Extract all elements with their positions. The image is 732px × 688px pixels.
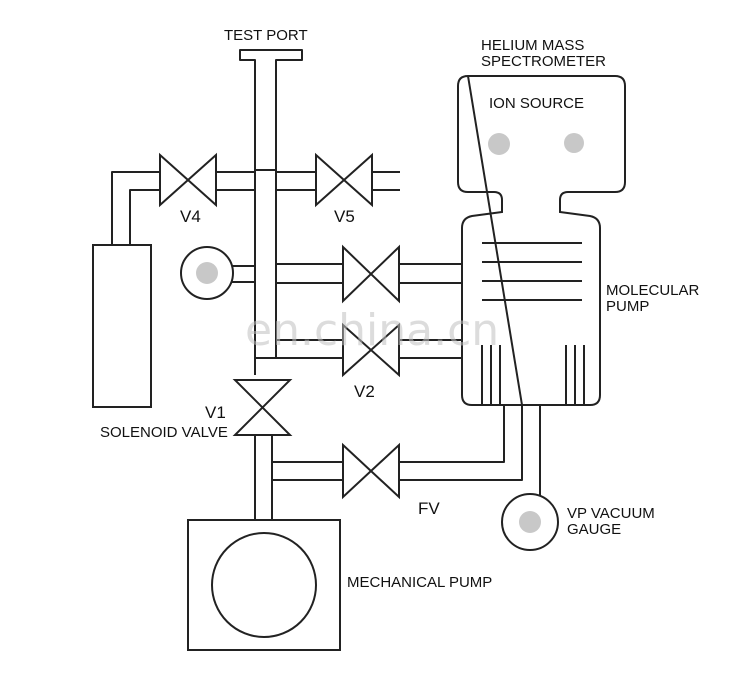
spectrometer-and-molecular-pump [457,74,626,500]
label-v1: V1 [205,403,226,422]
label-vp-line2: GAUGE [567,521,621,538]
v3-valve-symbol [342,244,400,304]
v3-line [276,244,462,304]
label-molecular-line2: PUMP [606,298,649,315]
label-v4: V4 [180,207,201,226]
label-mechanical-pump: MECHANICAL PUMP [347,574,492,591]
label-test-port: TEST PORT [224,27,308,44]
fv-valve-symbol [342,442,400,500]
watermark: en.china.cn [245,305,499,356]
ion-source-filament-left [488,133,510,155]
v1-valve-symbol [232,379,293,436]
left-gauge [180,246,255,300]
vp-vacuum-gauge [501,405,559,551]
label-ion-source: ION SOURCE [489,95,584,112]
test-port [239,49,303,171]
label-molecular-line1: MOLECULAR [606,282,700,299]
ion-source-filament-right [564,133,584,153]
label-helium-line1: HELIUM MASS [481,37,584,54]
molecular-pump-rotor [481,345,585,405]
v5-valve-symbol [315,152,373,208]
label-v5: V5 [334,207,355,226]
top-line [111,171,400,245]
label-v2: V2 [354,382,375,401]
fv-line [272,405,523,500]
label-vp-line1: VP VACUUM [567,505,655,522]
v2-valve-symbol [342,322,400,378]
v2-line [255,322,462,378]
label-helium-line2: SPECTROMETER [481,53,606,70]
analyzer-lines [482,242,582,301]
label-fv: FV [418,499,440,518]
v4-valve-symbol [159,152,217,208]
left-cylinder [92,244,152,408]
mechanical-pump [187,519,341,651]
v1-line [232,379,293,520]
label-solenoid-valve: SOLENOID VALVE [100,424,228,441]
